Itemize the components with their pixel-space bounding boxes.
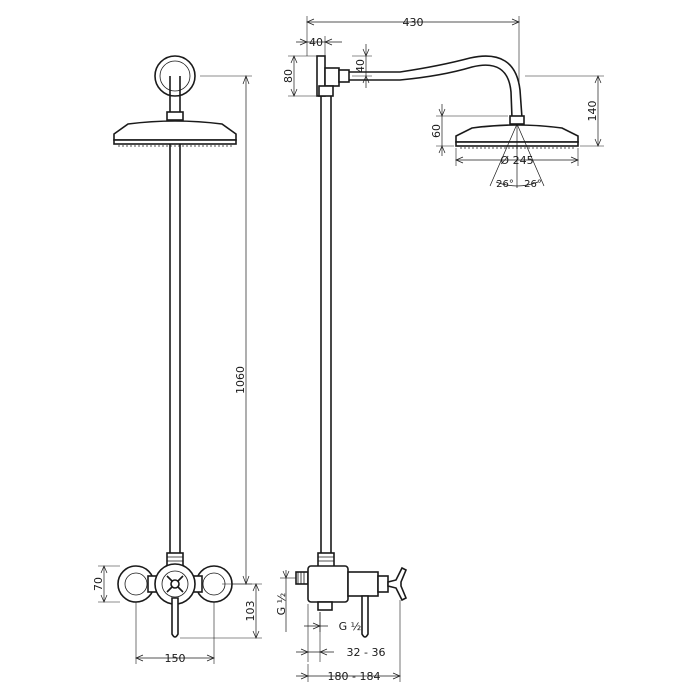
- dim-60-label: 60: [430, 124, 443, 138]
- spray-cone-lines: [489, 123, 545, 188]
- valve-depth-label: 32 - 36: [347, 646, 386, 659]
- side-riser-bottom-nut: [317, 552, 335, 568]
- dim-430-arrows: [306, 18, 520, 26]
- dim-150-label: 150: [165, 652, 186, 665]
- front-view-dimensions: 1060 70 103 150: [92, 75, 262, 665]
- dim-60-arrows: [438, 108, 446, 154]
- front-left-handle-rose-inner: [124, 572, 148, 596]
- spray-angle-left-label: 26°: [496, 179, 514, 190]
- spray-angle-right-label: 26°: [524, 179, 542, 190]
- side-arm-connector: [324, 67, 340, 87]
- dim-40-arrows: [299, 38, 333, 46]
- dim-140-label: 140: [586, 101, 599, 122]
- side-valve-cartridge: [347, 571, 379, 597]
- front-shower-head-face: [113, 139, 237, 145]
- dim-180-arrows: [300, 672, 401, 680]
- dim-40-vertical-label: 40: [354, 59, 367, 73]
- side-shower-arm-top: [349, 55, 523, 119]
- side-riser-top-nut: [318, 85, 334, 97]
- dim-80-arrows: [290, 55, 298, 97]
- front-cross-handle-hub: [170, 579, 180, 589]
- dim-1060-label: 1060: [234, 366, 247, 394]
- dim-40-horizontal-label: 40: [309, 36, 323, 49]
- spray-angle-arc: [495, 181, 539, 187]
- side-valve-bonnet: [377, 575, 389, 593]
- side-cross-handle: [387, 566, 408, 602]
- dim-103-label: 103: [244, 601, 257, 622]
- front-shower-arm: [169, 76, 181, 116]
- dim-80-label: 80: [282, 69, 295, 83]
- dim-70-label: 70: [92, 577, 105, 591]
- dim-32-arrows: [300, 648, 328, 656]
- front-wall-flange-inner: [159, 60, 191, 92]
- side-valve-body: [307, 565, 349, 603]
- inlet-thread-right-label: G ½: [339, 620, 362, 633]
- front-center-handle-inner: [161, 570, 189, 598]
- front-arm-nut: [166, 111, 184, 121]
- side-riser-pipe: [320, 96, 332, 555]
- dim-140-arrows: [594, 75, 602, 147]
- side-riser-nut-thread: [318, 556, 334, 562]
- dim-103-arrows: [252, 583, 260, 639]
- side-view: [295, 55, 579, 638]
- dim-g-left-arrow: [282, 570, 290, 579]
- dim-40v-arrows: [362, 48, 370, 84]
- inlet-thread-left-label: G ½: [275, 593, 288, 616]
- side-arm-nut: [338, 69, 350, 83]
- dim-150-arrows: [135, 654, 215, 662]
- front-riser-nut-thread: [167, 556, 183, 562]
- dim-245-arrows: [455, 156, 579, 164]
- front-wall-flange: [154, 55, 196, 97]
- side-valve-lower: [317, 601, 333, 611]
- side-shower-arm-bottom: [349, 64, 513, 119]
- side-view-dimensions: 430 40 80 40 140 60 Ø 245: [275, 16, 604, 683]
- front-view: [113, 55, 237, 638]
- dim-430-label: 430: [403, 16, 424, 29]
- dim-70-arrows: [100, 565, 108, 603]
- front-riser-pipe: [169, 144, 181, 555]
- side-head-nut: [509, 115, 525, 125]
- front-outlet-spout: [171, 597, 179, 638]
- side-inlet-thread: [297, 572, 305, 584]
- front-shower-head: [113, 120, 237, 141]
- side-outlet-spout: [361, 595, 369, 638]
- total-depth-label: 180 - 184: [328, 670, 381, 683]
